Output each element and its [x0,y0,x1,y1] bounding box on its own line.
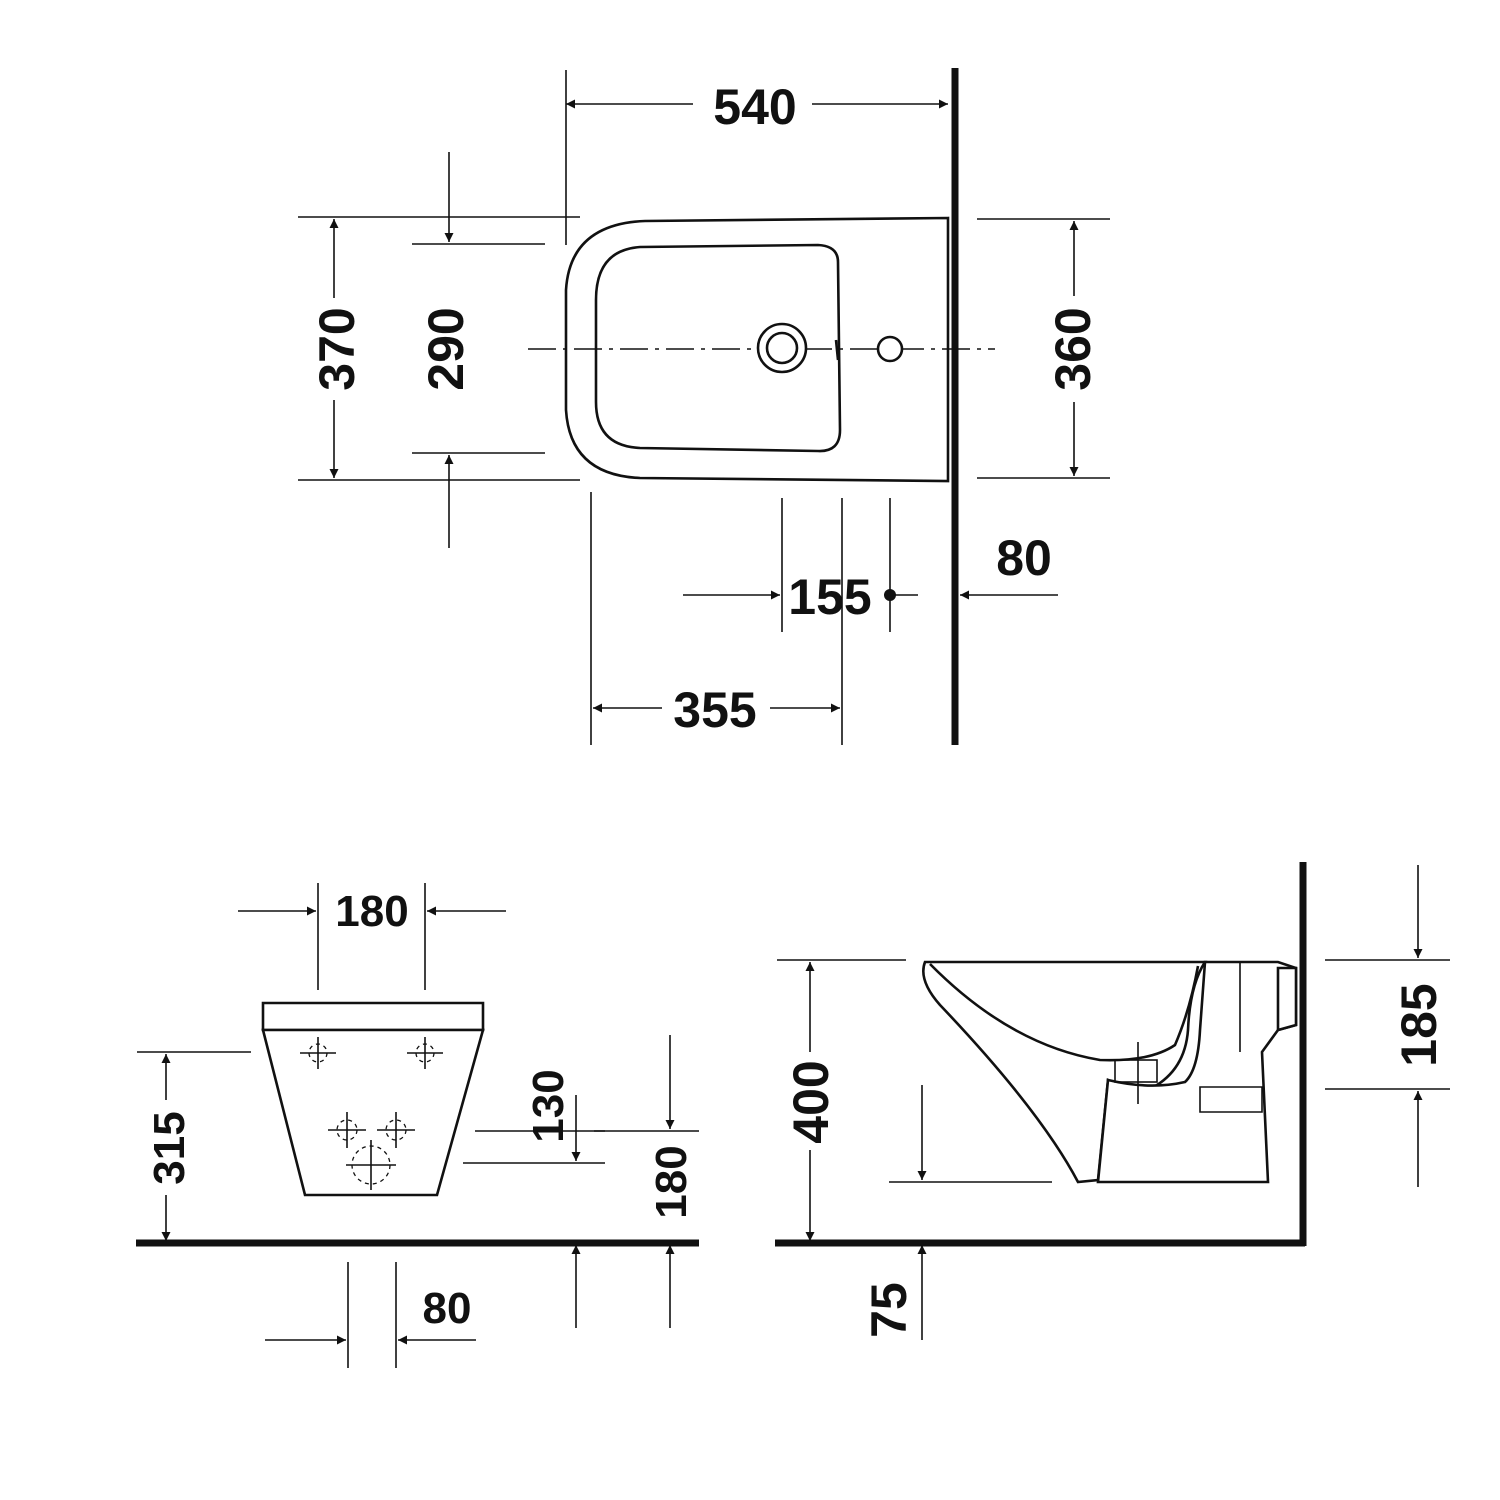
tap-reference-dot [884,589,896,601]
height-315-label: 315 [145,1111,194,1184]
width-540-label: 540 [713,79,796,135]
drain-offset-80-label: 80 [423,1284,472,1333]
drain-130-label: 130 [524,1069,573,1142]
front-view: 180 315 130 180 80 [136,883,699,1368]
side-drain-fitting [1114,1059,1158,1083]
bolt-spacing-180-label: 180 [335,887,408,936]
rim-height-400-label: 400 [783,1060,839,1143]
depth-370-label: 370 [309,307,365,390]
tap-hole [876,335,904,363]
fixing-hole-marks [300,1037,443,1190]
offset-155-label: 155 [788,569,871,625]
front-rim [261,1001,485,1032]
bowl-inner-outline [594,243,842,453]
side-view: 400 75 185 [775,862,1450,1340]
depth-290-label: 290 [418,307,474,390]
wall-offset-80-label: 80 [996,530,1052,586]
top-view: 540 370 290 360 155 80 355 [298,68,1110,745]
depth-360-label: 360 [1045,307,1101,390]
supply-180-label: 180 [647,1145,696,1218]
fixing-185-label: 185 [1391,983,1447,1066]
side-rear-body [1096,960,1298,1184]
side-rear-connector [1199,1086,1263,1113]
floor-gap-75-label: 75 [861,1282,917,1338]
overflow-slot [834,339,840,361]
drain-inner-ring [765,331,799,365]
side-fixing-block [1276,966,1298,1032]
center-355-label: 355 [673,682,756,738]
front-body [261,1028,485,1197]
